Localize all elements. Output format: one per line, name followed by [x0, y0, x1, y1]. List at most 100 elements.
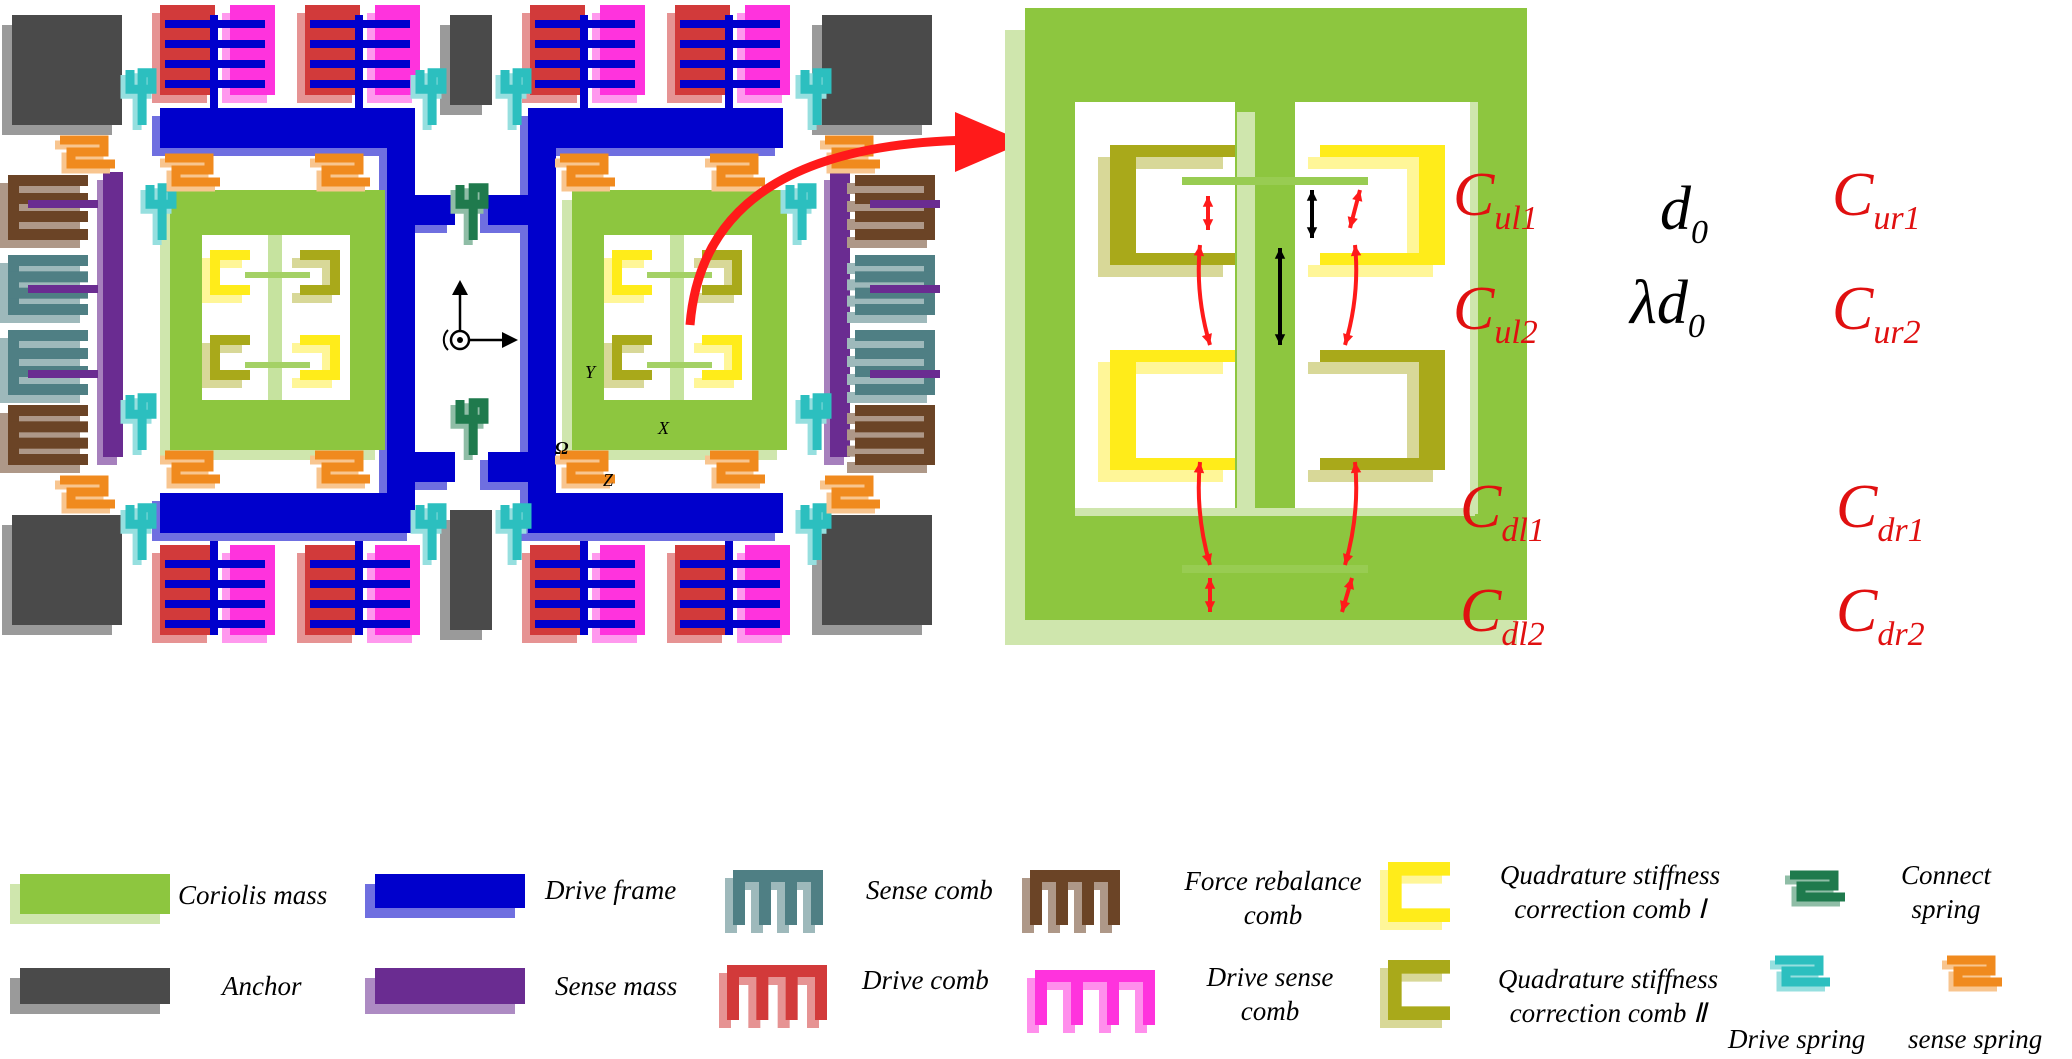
- quad-comb-I-ul: [202, 250, 250, 303]
- coriolis-mass-left: [160, 190, 385, 460]
- drive-comb-bottom-3: [667, 545, 730, 643]
- cap-dr1-label: Cdr1: [1836, 473, 1925, 549]
- cap-ur2-label: Cur2: [1832, 275, 1921, 351]
- cap-dl1-label: Cdl1: [1460, 473, 1545, 549]
- zoom-finger-top: [1182, 177, 1368, 185]
- drive-sense-comb-top-2: [592, 5, 645, 103]
- drive-comb-group-bottom-3: [667, 535, 790, 643]
- drive-sense-comb-bottom-3: [737, 545, 790, 643]
- cap-arrow-dr2: [1340, 577, 1354, 613]
- drive-comb-group-bottom-0: [152, 535, 275, 643]
- drive-sense-comb-bottom-1: [367, 545, 420, 643]
- drive-spring-4: [795, 68, 832, 130]
- anchor-block-3: [812, 515, 932, 635]
- drive-comb-group-top-0: [152, 5, 275, 115]
- drive-comb-stem: [210, 15, 218, 115]
- drive-comb-bottom-1: [297, 545, 360, 643]
- drive-sense-comb-bottom-2: [592, 545, 645, 643]
- legend-force-rebalance-comb: Force rebalance comb: [1184, 866, 1362, 930]
- sense-mass-left: [0, 172, 123, 473]
- z-axis-label: Z: [603, 470, 614, 490]
- cap-arrow-dl1: [1193, 461, 1212, 566]
- y-axis-label: Y: [585, 362, 596, 382]
- x-axis-label: X: [658, 418, 669, 438]
- drive-spring-8: [410, 68, 447, 130]
- drive-spring-3: [140, 183, 177, 245]
- cap-arrow-dl2: [1204, 578, 1216, 613]
- sense-spring-6: [55, 475, 115, 514]
- drive-comb-stem: [580, 15, 588, 115]
- cap-ur1-label: Cur1: [1832, 161, 1921, 237]
- sense-spring-8: [310, 450, 370, 489]
- zoom-finger-bottom: [1182, 565, 1368, 573]
- legend-swatch-quad-comb-II: [1380, 960, 1450, 1028]
- legend-swatch-coriolis-mass: [10, 874, 170, 924]
- force-rebalance-comb-right-bottom: [847, 405, 935, 473]
- legend-sense-comb: Sense comb: [866, 875, 993, 905]
- drive-comb-group-bottom-1: [297, 535, 420, 643]
- sense-spring-10: [705, 450, 765, 489]
- cap-dl2-label: Cdl2: [1460, 577, 1545, 653]
- sense-comb-left-top: [0, 255, 88, 323]
- legend-quad-comb-II: Quadrature stiffness correction comb Ⅱ: [1497, 964, 1719, 1028]
- cap-ul2-label: Cul2: [1453, 275, 1538, 351]
- zoom-quad-comb-dl: [1098, 350, 1235, 482]
- drive-comb-stem: [210, 535, 218, 635]
- legend-swatch-sense-mass: [365, 968, 525, 1014]
- legend-drive-sense-comb: Drive sense comb: [1206, 962, 1334, 1026]
- legend-swatch-sense-spring: [1942, 955, 2002, 992]
- y-axis-arrowhead: [452, 280, 468, 295]
- drive-comb-top-3: [667, 5, 730, 103]
- sense-comb-left-bottom: [0, 330, 88, 403]
- force-rebalance-comb-right-top: [847, 175, 935, 248]
- device-layout: [0, 5, 1025, 643]
- drive-spring-9: [495, 68, 532, 130]
- sense-spring-0: [55, 135, 115, 174]
- connect-spring-bottom: [450, 398, 489, 460]
- cap-dr2-label: Cdr2: [1836, 577, 1925, 653]
- sense-spring-11: [820, 475, 880, 514]
- drive-comb-group-top-1: [297, 5, 420, 115]
- legend-connect-spring: Connect spring: [1901, 860, 1991, 924]
- coriolis-mass-right: [562, 190, 787, 460]
- quad-finger: [647, 272, 712, 278]
- omega-label: Ω: [555, 438, 569, 458]
- quad-finger: [647, 362, 712, 368]
- zoom-center-beam-shadow: [1237, 112, 1255, 514]
- anchor-block-0: [2, 15, 122, 135]
- drive-comb-stem: [355, 15, 363, 115]
- drive-comb-group-top-2: [522, 5, 645, 115]
- drive-comb-top-1: [297, 5, 360, 103]
- legend-swatch-force-rebalance-comb: [1022, 870, 1120, 933]
- legend-sense-spring: sense spring: [1908, 1024, 2043, 1054]
- coordinate-axes: [442, 280, 518, 351]
- drive-comb-bottom-0: [152, 545, 215, 643]
- legend-drive-spring: Drive spring: [1728, 1024, 1866, 1054]
- gap-d0-arrow: [1306, 190, 1318, 238]
- zoomed-quadrature-comb-view: [1005, 8, 1527, 645]
- drive-comb-top-0: [152, 5, 215, 103]
- anchor-block-2: [2, 515, 122, 635]
- gap-lambda-d0-arrow: [1274, 247, 1286, 345]
- drive-sense-comb-top-0: [222, 5, 275, 103]
- legend-swatch-drive-comb: [719, 965, 827, 1028]
- quad-comb-I-dr: [694, 335, 742, 388]
- drive-comb-group-top-3: [667, 5, 790, 115]
- quad-finger: [245, 362, 310, 368]
- cap-ul1-label: Cul1: [1453, 161, 1538, 237]
- drive-spring-7: [780, 183, 817, 245]
- legend-swatches: [10, 862, 2002, 1033]
- drive-comb-group-bottom-2: [522, 535, 645, 643]
- z-axis-dot: [457, 337, 463, 343]
- legend-swatch-connect-spring: [1785, 870, 1845, 907]
- sense-spring-3: [555, 153, 615, 192]
- drive-comb-stem: [355, 535, 363, 635]
- cap-arrow-ur2: [1343, 244, 1362, 346]
- cap-arrow-dr1: [1343, 461, 1362, 566]
- x-axis-arrowhead: [502, 332, 518, 348]
- legend-swatch-drive-spring: [1770, 955, 1830, 992]
- sense-spring-1: [160, 153, 220, 192]
- drive-frame-left: [152, 108, 455, 541]
- sense-spring-9: [555, 450, 615, 489]
